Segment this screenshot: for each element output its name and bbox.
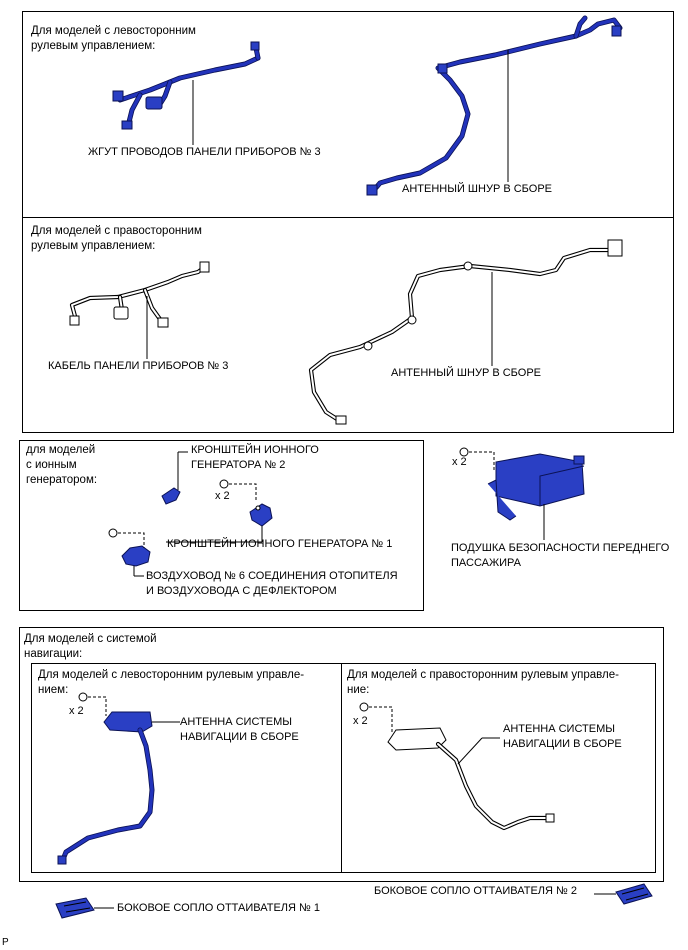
side-defroster-nozzle-2-label: БОКОВОЕ СОПЛО ОТТАИВАТЕЛЯ № 2: [374, 885, 577, 897]
panel-navigation-heading: Для моделей с системой навигации:: [24, 633, 157, 660]
panel-navigation: [19, 627, 664, 882]
figure-code: P: [2, 937, 9, 948]
instrument-panel-cable-3-drawing: [69, 261, 210, 328]
navigation-lhd-heading: Для моделей с левосторонним рулевым упра…: [38, 669, 305, 696]
airbag-qty-label: x 2: [452, 456, 467, 468]
panel-ion-generator: [19, 440, 424, 611]
navigation-rhd-screw-icon: [359, 702, 393, 732]
panel-rhd-heading: Для моделей с правосторонним рулевым упр…: [31, 225, 202, 252]
airbag-screw-icon: [459, 447, 495, 470]
antenna-cord-rhd-drawing: [308, 239, 623, 425]
navigation-rhd-qty-label: x 2: [353, 715, 368, 727]
navigation-lhd-screw-icon: [78, 692, 107, 716]
navigation-antenna-label-lhd: АНТЕННА СИСТЕМЫ НАВИГАЦИИ В СБОРЕ: [180, 716, 299, 743]
panel-rhd-instrument-cable: [22, 217, 674, 433]
antenna-cord-lhd-drawing: [366, 15, 623, 196]
instrument-panel-harness-3-drawing: [112, 41, 261, 130]
side-defroster-nozzle-1-label: БОКОВОЕ СОПЛО ОТТАИВАТЕЛЯ № 1: [117, 902, 320, 914]
bracket1-screw-icon: [219, 479, 257, 502]
antenna-cord-assembly-label-rhd: АНТЕННЫЙ ШНУР В СБОРЕ: [391, 367, 541, 379]
ion-generator-bracket-2-drawing: [161, 487, 181, 505]
navigation-lhd-qty-label: x 2: [69, 705, 84, 717]
heater-duct-6-drawing: [121, 545, 151, 567]
instrument-panel-cable-3-label: КАБЕЛЬ ПАНЕЛИ ПРИБОРОВ № 3: [48, 360, 229, 372]
navigation-antenna-rhd-drawing: [387, 727, 555, 831]
ion-generator-bracket-2-label: КРОНШТЕЙН ИОННОГО ГЕНЕРАТОРА № 2: [191, 444, 319, 471]
antenna-cord-assembly-label-lhd: АНТЕННЫЙ ШНУР В СБОРЕ: [402, 183, 552, 195]
front-passenger-airbag-label: ПОДУШКА БЕЗОПАСНОСТИ ПЕРЕДНЕГО ПАССАЖИРА: [451, 542, 670, 569]
navigation-rhd-leader-line: [457, 737, 483, 765]
navigation-rhd-heading: Для моделей с правосторонним рулевым упр…: [347, 669, 619, 696]
navigation-antenna-label-rhd: АНТЕННА СИСТЕМЫ НАВИГАЦИИ В СБОРЕ: [503, 723, 622, 750]
bracket-1-qty-label: x 2: [215, 490, 230, 502]
instrument-panel-harness-3-label: ЖГУТ ПРОВОДОВ ПАНЕЛИ ПРИБОРОВ № 3: [88, 146, 321, 158]
duct-screw-icon: [108, 528, 145, 548]
panel-lhd-heading: Для моделей с левосторонним рулевым упра…: [31, 25, 196, 52]
heater-duct-6-label: ВОЗДУХОВОД № 6 СОЕДИНЕНИЯ ОТОПИТЕЛЯ И ВО…: [146, 570, 398, 597]
ion-generator-bracket-1-label: КРОНШТЕЙН ИОННОГО ГЕНЕРАТОРА № 1: [167, 538, 393, 550]
front-passenger-airbag-drawing: [487, 453, 585, 521]
panel-ion-generator-heading: для моделей с ионным генератором:: [26, 444, 98, 486]
navigation-antenna-lhd-drawing: [57, 711, 155, 865]
side-defroster-nozzle-2-drawing: [615, 883, 653, 905]
panel-navigation-rhd: [341, 663, 656, 873]
side-defroster-nozzle-1-drawing: [55, 897, 95, 919]
ion-generator-bracket-1-drawing: [249, 503, 273, 527]
